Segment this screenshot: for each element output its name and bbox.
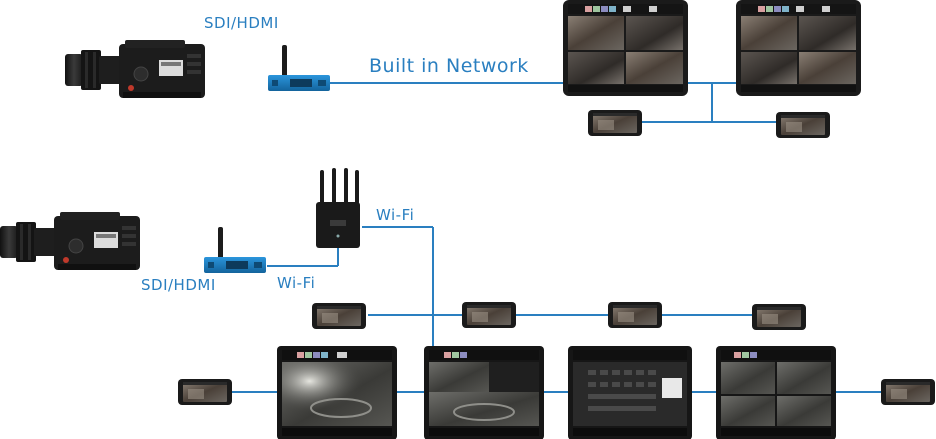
phone-icon bbox=[881, 379, 935, 405]
built-in-network-label: Built in Network bbox=[369, 55, 529, 77]
wifi-router-label: Wi-Fi bbox=[376, 206, 415, 224]
phone-icon bbox=[312, 303, 366, 329]
wifi-router-icon bbox=[316, 168, 360, 248]
phone-icon bbox=[608, 302, 662, 328]
tablet-icon bbox=[424, 346, 544, 439]
transmitter-icon bbox=[268, 45, 330, 91]
tablet-icon bbox=[716, 346, 836, 439]
phone-icon bbox=[462, 302, 516, 328]
wifi-link-label: Wi-Fi bbox=[277, 274, 316, 292]
tablet-icon bbox=[736, 0, 861, 96]
phone-icon bbox=[588, 110, 642, 136]
sdi-hdmi-label-bottom: SDI/HDMI bbox=[141, 276, 216, 294]
transmitter-icon bbox=[204, 227, 266, 273]
camera-icon bbox=[64, 39, 206, 99]
phone-icon bbox=[178, 379, 232, 405]
phone-icon bbox=[776, 112, 830, 138]
tablet-icon bbox=[563, 0, 688, 96]
camera-icon bbox=[0, 211, 141, 271]
tablet-icon bbox=[276, 345, 398, 439]
phone-icon bbox=[752, 304, 806, 330]
tablet-icon bbox=[568, 346, 692, 439]
sdi-hdmi-label-top: SDI/HDMI bbox=[204, 14, 279, 32]
